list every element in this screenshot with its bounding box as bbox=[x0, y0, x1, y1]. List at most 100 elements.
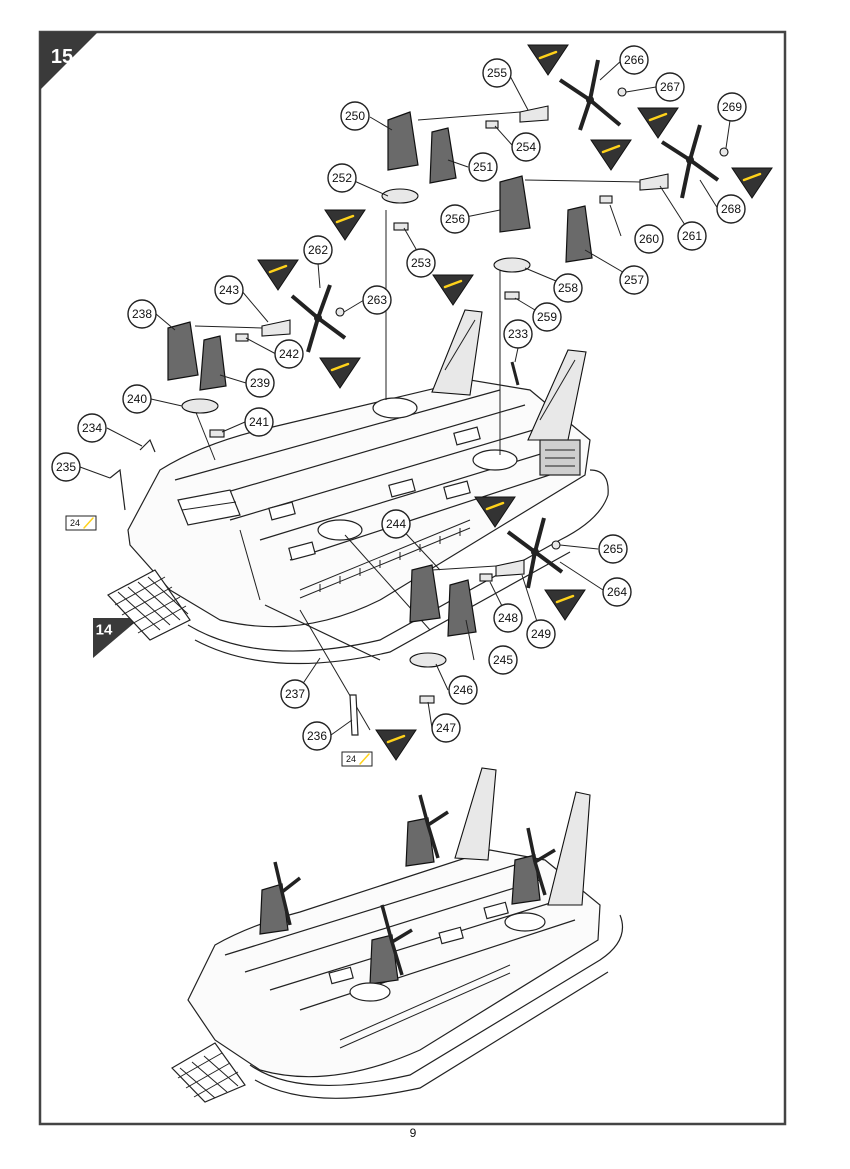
propeller-249 bbox=[506, 517, 564, 589]
svg-text:254: 254 bbox=[516, 140, 536, 154]
glue-marker-10 bbox=[544, 589, 586, 621]
callout-244: 244 bbox=[381, 509, 411, 539]
part-253-shape bbox=[393, 222, 409, 231]
glue-marker-1 bbox=[527, 44, 569, 76]
svg-text:251: 251 bbox=[473, 160, 493, 174]
svg-text:268: 268 bbox=[721, 202, 741, 216]
svg-text:238: 238 bbox=[132, 307, 152, 321]
svg-text:253: 253 bbox=[411, 256, 431, 270]
svg-text:256: 256 bbox=[445, 212, 465, 226]
callout-267: 267 bbox=[655, 72, 685, 102]
callout-261: 261 bbox=[677, 221, 707, 251]
svg-text:259: 259 bbox=[537, 310, 557, 324]
prev-step-number: 14 bbox=[96, 622, 113, 639]
glue-marker-4 bbox=[731, 167, 773, 199]
deck-hatches bbox=[268, 397, 518, 561]
svg-text:241: 241 bbox=[249, 415, 269, 429]
callout-269: 269 bbox=[717, 92, 747, 122]
svg-text:237: 237 bbox=[285, 687, 305, 701]
part-252-shape bbox=[381, 188, 419, 204]
callout-235: 235 bbox=[51, 452, 81, 482]
callout-242: 242 bbox=[274, 339, 304, 369]
callout-240: 240 bbox=[122, 384, 152, 414]
svg-text:236: 236 bbox=[307, 729, 327, 743]
callout-237: 237 bbox=[280, 679, 310, 709]
pin-233 bbox=[510, 361, 520, 386]
svg-text:233: 233 bbox=[508, 327, 528, 341]
svg-text:261: 261 bbox=[682, 229, 702, 243]
paint-ref-box-2: 24 bbox=[341, 751, 373, 767]
svg-text:257: 257 bbox=[624, 273, 644, 287]
callout-247: 247 bbox=[431, 713, 461, 743]
callout-259: 259 bbox=[532, 302, 562, 332]
svg-text:240: 240 bbox=[127, 392, 147, 406]
svg-text:234: 234 bbox=[82, 421, 102, 435]
callout-241: 241 bbox=[244, 407, 274, 437]
callout-233: 233 bbox=[503, 319, 533, 349]
svg-text:242: 242 bbox=[279, 347, 299, 361]
glue-marker-7 bbox=[257, 259, 299, 291]
svg-text:269: 269 bbox=[722, 100, 742, 114]
step-badge-14: 14 bbox=[93, 618, 140, 658]
glue-marker-5 bbox=[324, 209, 366, 241]
paint-ref-label: 24 bbox=[70, 518, 80, 528]
hovercraft-assembled-view bbox=[171, 767, 624, 1103]
callout-246: 246 bbox=[448, 675, 478, 705]
callout-238: 238 bbox=[127, 299, 157, 329]
svg-text:264: 264 bbox=[607, 585, 627, 599]
callout-255: 255 bbox=[482, 58, 512, 88]
svg-text:250: 250 bbox=[345, 109, 365, 123]
svg-text:263: 263 bbox=[367, 293, 387, 307]
svg-text:239: 239 bbox=[250, 376, 270, 390]
part-254-shape bbox=[485, 120, 499, 129]
callout-254: 254 bbox=[511, 132, 541, 162]
step-badge-15: 15 bbox=[40, 32, 98, 90]
nacelle-group-250 bbox=[381, 105, 549, 231]
callout-266: 266 bbox=[619, 45, 649, 75]
svg-text:262: 262 bbox=[308, 243, 328, 257]
svg-text:246: 246 bbox=[453, 683, 473, 697]
glue-marker-6 bbox=[432, 274, 474, 306]
part-250-shape bbox=[387, 111, 419, 171]
callout-257: 257 bbox=[619, 265, 649, 295]
step-number: 15 bbox=[51, 46, 73, 68]
page-frame bbox=[38, 30, 787, 1126]
callout-251: 251 bbox=[468, 152, 498, 182]
callout-243: 243 bbox=[214, 275, 244, 305]
callout-leaders bbox=[79, 59, 733, 736]
glue-marker-8 bbox=[319, 357, 361, 389]
callout-258: 258 bbox=[553, 273, 583, 303]
svg-text:247: 247 bbox=[436, 721, 456, 735]
paint-ref-box-1: 24 bbox=[65, 515, 97, 531]
svg-text:245: 245 bbox=[493, 653, 513, 667]
svg-text:266: 266 bbox=[624, 53, 644, 67]
callouts: 250 251 252 253 254 255 256 257 258 259 … bbox=[51, 45, 747, 751]
callout-248: 248 bbox=[493, 603, 523, 633]
nacelle-group-256 bbox=[493, 173, 669, 300]
glue-marker-3 bbox=[637, 107, 679, 139]
svg-text:267: 267 bbox=[660, 80, 680, 94]
callout-250: 250 bbox=[340, 101, 370, 131]
svg-text:244: 244 bbox=[386, 517, 406, 531]
callout-262: 262 bbox=[303, 235, 333, 265]
svg-text:258: 258 bbox=[558, 281, 578, 295]
callout-260: 260 bbox=[634, 224, 664, 254]
callout-239: 239 bbox=[245, 368, 275, 398]
hovercraft-exploded-view bbox=[107, 210, 609, 731]
callout-249: 249 bbox=[526, 619, 556, 649]
callout-268: 268 bbox=[716, 194, 746, 224]
part-255-shape bbox=[519, 105, 549, 123]
propeller-266 bbox=[558, 59, 627, 131]
part-251-shape bbox=[429, 127, 457, 184]
svg-text:260: 260 bbox=[639, 232, 659, 246]
bow-ramp bbox=[107, 569, 191, 641]
rail-234-235 bbox=[109, 438, 156, 511]
rail-236-237 bbox=[264, 604, 381, 736]
callout-264: 264 bbox=[602, 577, 632, 607]
svg-text:255: 255 bbox=[487, 66, 507, 80]
page-number: 9 bbox=[410, 1126, 417, 1140]
nacelle-group-238 bbox=[167, 319, 291, 438]
svg-text:248: 248 bbox=[498, 611, 518, 625]
glue-marker-9 bbox=[474, 496, 516, 528]
